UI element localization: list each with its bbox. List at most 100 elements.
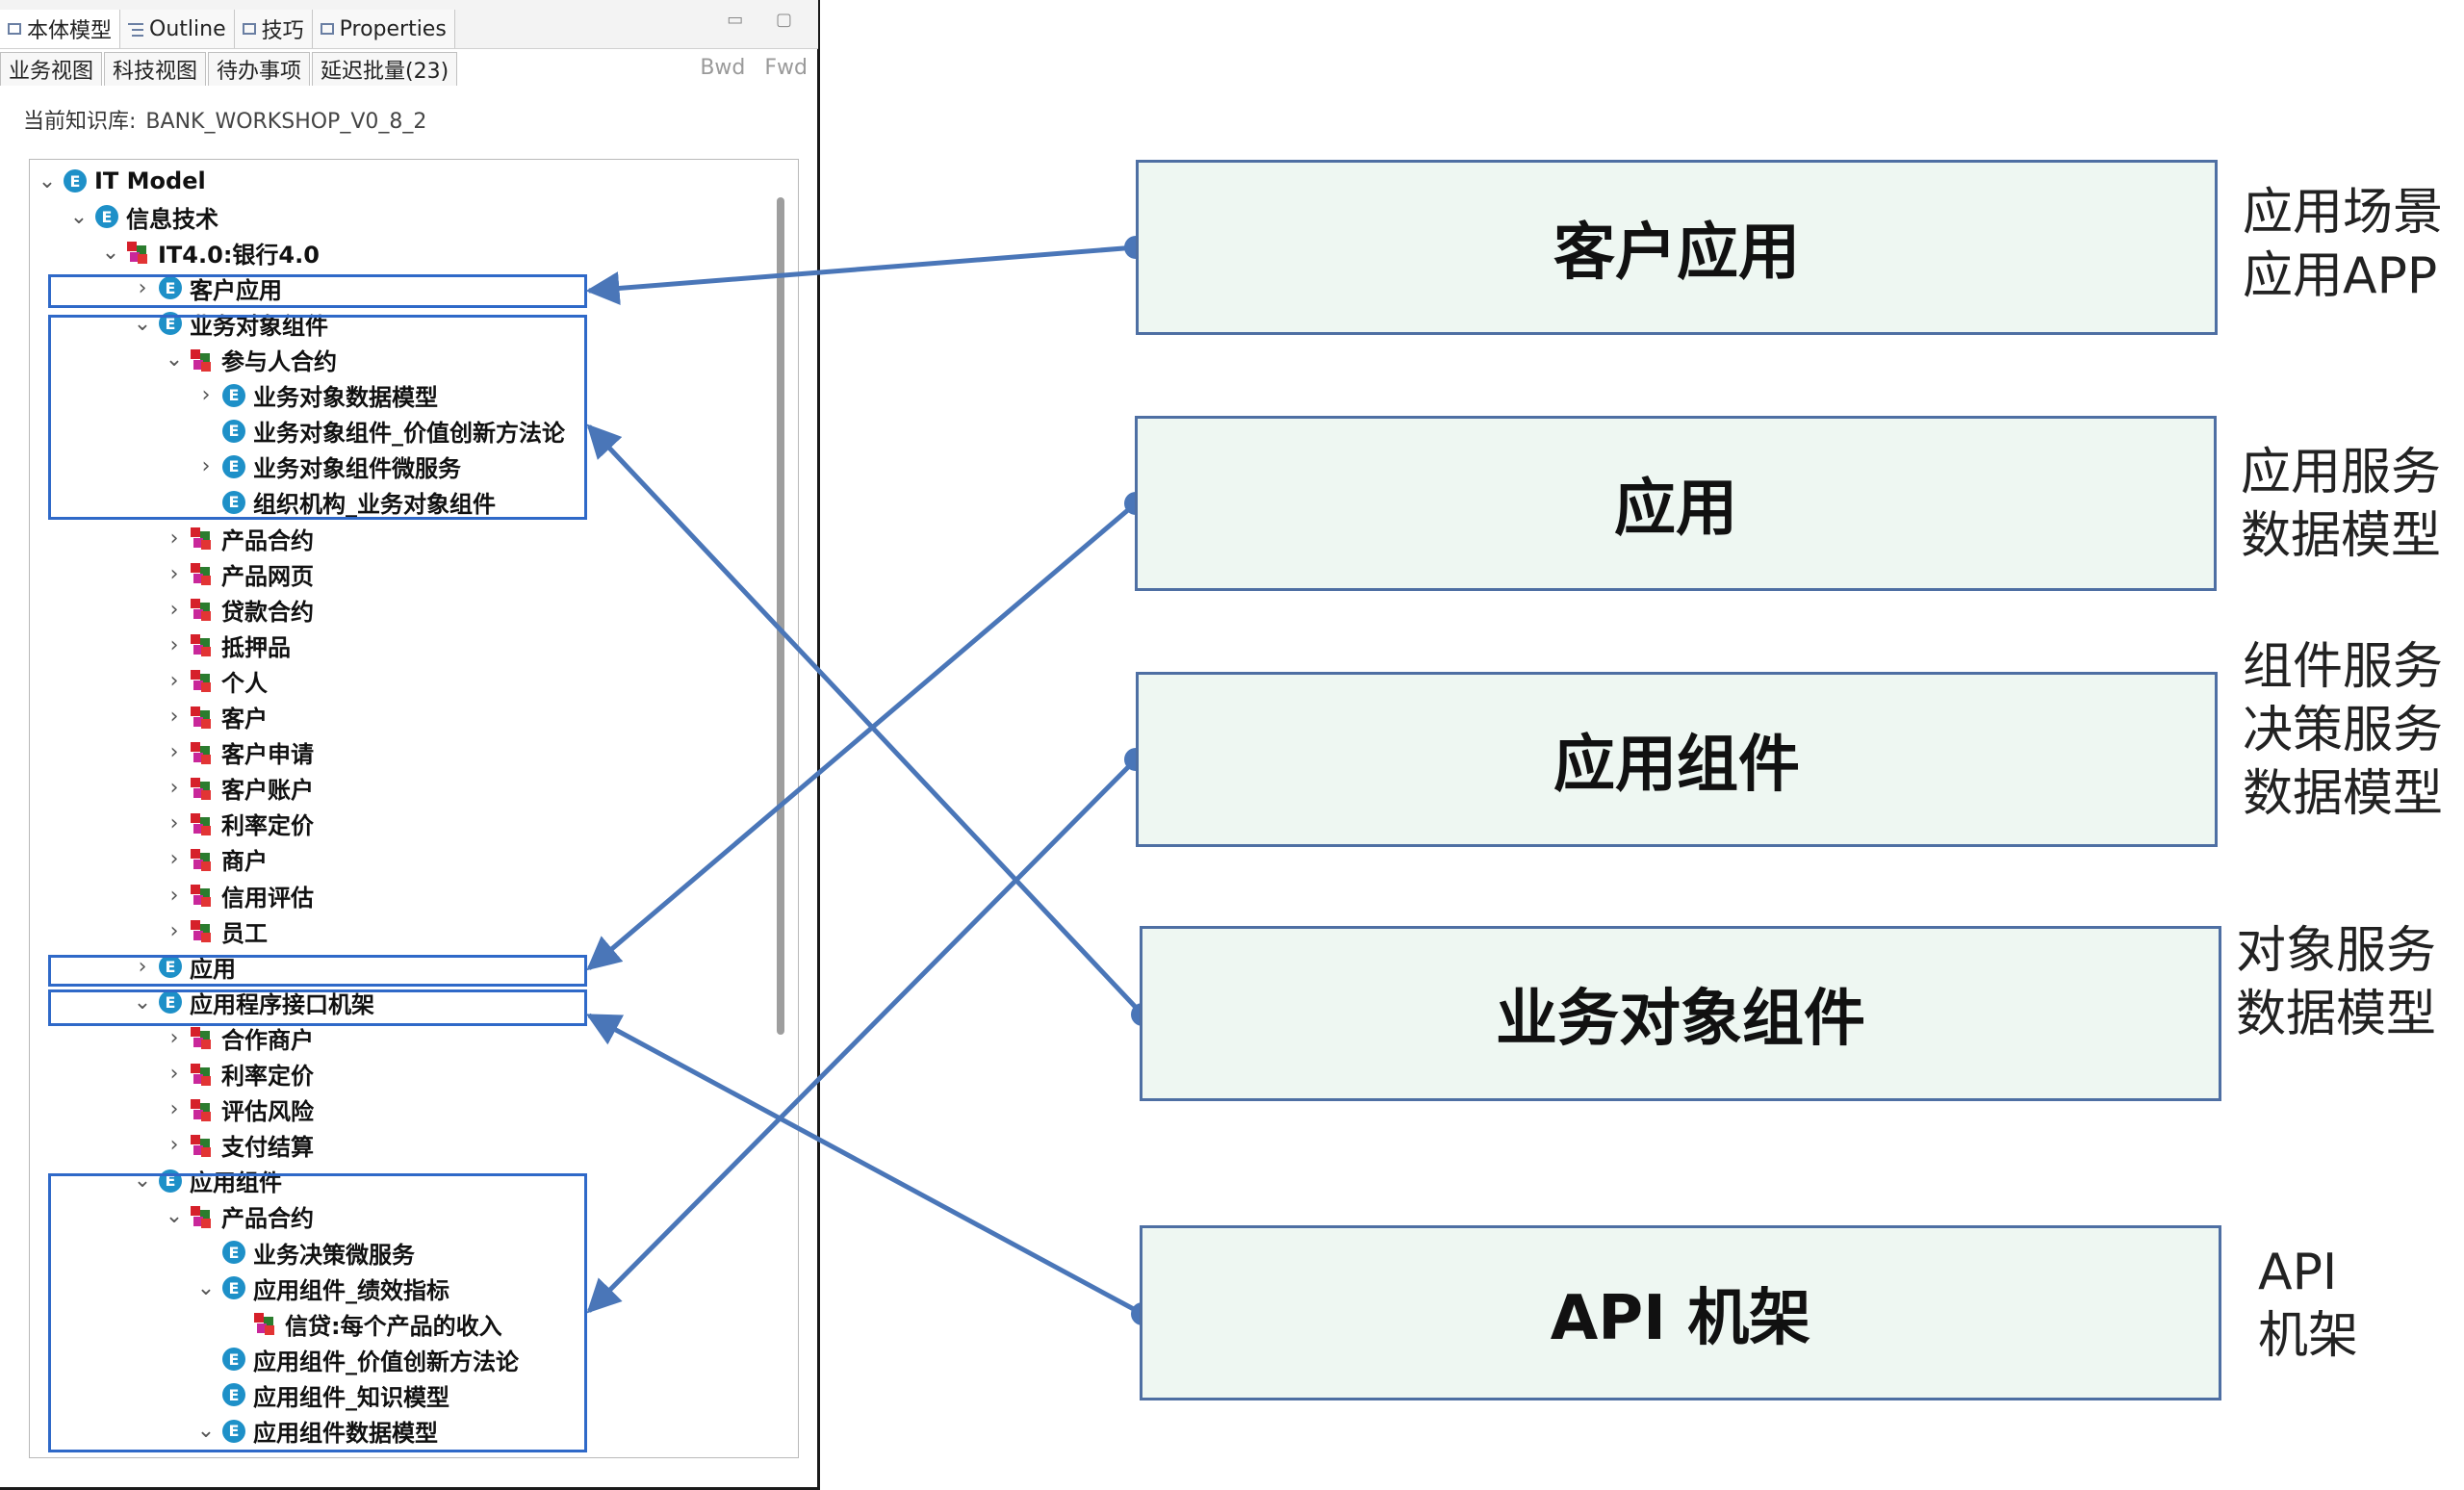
forward-button[interactable]: Fwd <box>764 56 808 80</box>
tree-node-label: 信贷:每个产品的收入 <box>285 1312 502 1340</box>
chevron-down-icon[interactable]: ⌄ <box>101 240 120 265</box>
chevron-right-icon[interactable]: › <box>169 1097 179 1122</box>
chevron-right-icon[interactable]: › <box>169 561 179 586</box>
chevron-right-icon[interactable]: › <box>138 954 147 979</box>
tree-node[interactable]: ›支付结算 <box>164 1128 314 1163</box>
tree-node-label: 客户应用 <box>190 276 282 304</box>
chevron-down-icon[interactable]: ⌄ <box>38 168 57 193</box>
chevron-down-icon[interactable]: ⌄ <box>133 989 152 1015</box>
tree-node[interactable]: ›贷款合约 <box>164 592 314 627</box>
tree-node[interactable]: ⌄参与人合约 <box>164 343 337 377</box>
chevron-right-icon[interactable]: › <box>169 740 179 765</box>
chevron-right-icon[interactable]: › <box>201 383 211 408</box>
cube-icon <box>191 920 212 943</box>
tree-node[interactable]: ⌄产品合约 <box>164 1199 314 1234</box>
panel-icon <box>8 23 21 35</box>
chevron-right-icon[interactable]: › <box>201 454 211 479</box>
chevron-right-icon[interactable]: › <box>169 811 179 836</box>
chevron-right-icon[interactable]: › <box>169 1062 179 1086</box>
tree-scrollbar[interactable] <box>777 197 784 1035</box>
tree-node[interactable]: ›利率定价 <box>164 807 314 841</box>
tree-node[interactable]: ›评估风险 <box>164 1092 314 1127</box>
tree-node-label: 利率定价 <box>221 1063 314 1090</box>
chevron-right-icon[interactable]: › <box>169 1133 179 1158</box>
entity-icon: E <box>222 1348 245 1372</box>
chevron-right-icon[interactable]: › <box>169 668 179 693</box>
tree-node[interactable]: ›客户账户 <box>164 771 314 806</box>
layer-description: 应用服务 数据模型 <box>2241 444 2442 565</box>
chevron-down-icon[interactable]: ⌄ <box>133 311 152 336</box>
tree-node-label: 组织机构_业务对象组件 <box>253 491 496 519</box>
tree-node-label: 业务对象数据模型 <box>253 384 438 412</box>
tree-node-label: 员工 <box>221 919 268 947</box>
subtab-business-view[interactable]: 业务视图 <box>0 51 103 86</box>
tree-node-label: IT Model <box>94 167 206 194</box>
tree-node[interactable]: › 利率定价 <box>164 1057 314 1092</box>
back-button[interactable]: Bwd <box>700 56 746 80</box>
outline-icon <box>128 21 144 37</box>
chevron-right-icon[interactable]: › <box>138 275 147 300</box>
tree-node-label: 合作商户 <box>221 1026 314 1054</box>
chevron-down-icon[interactable]: ⌄ <box>165 1204 184 1229</box>
tree-node[interactable]: ›个人 <box>164 663 268 698</box>
layer-label: 应用 <box>1614 474 1737 545</box>
chevron-down-icon[interactable]: ⌄ <box>165 347 184 372</box>
tab-tips[interactable]: 技巧 <box>234 10 313 48</box>
window-buttons[interactable]: ▭ ▢ <box>727 10 806 30</box>
tree-node-label: 应用程序接口机架 <box>190 990 374 1018</box>
chevron-right-icon[interactable]: › <box>169 632 179 657</box>
entity-icon: E <box>222 1241 245 1264</box>
chevron-right-icon[interactable]: › <box>169 597 179 622</box>
panel-icon <box>242 23 256 35</box>
chevron-right-icon[interactable]: › <box>169 918 179 943</box>
tree-node[interactable]: ›客户申请 <box>164 735 314 770</box>
subtab-deferred-batch[interactable]: 延迟批量(23) <box>312 51 458 86</box>
chevron-right-icon[interactable]: › <box>169 705 179 729</box>
layer-label: 应用组件 <box>1553 730 1800 801</box>
view-subtabs: 业务视图 科技视图 待办事项 延迟批量(23) <box>0 50 818 87</box>
entity-icon: E <box>222 1383 245 1407</box>
tab-outline[interactable]: Outline <box>120 10 235 48</box>
tree-node[interactable]: ›产品网页 <box>164 556 314 591</box>
chevron-right-icon[interactable]: › <box>169 883 179 908</box>
tree-node[interactable]: ›信用评估 <box>164 878 314 912</box>
chevron-down-icon[interactable]: ⌄ <box>196 1275 216 1300</box>
chevron-right-icon[interactable]: › <box>169 526 179 551</box>
subtab-tech-view[interactable]: 科技视图 <box>104 51 207 86</box>
chevron-down-icon[interactable]: ⌄ <box>196 1419 216 1443</box>
current-knowledge-base: 当前知识库:BANK_WORKSHOP_V0_8_2 <box>23 104 426 135</box>
tab-ontology-model[interactable]: 本体模型 <box>0 10 121 48</box>
tree-node[interactable]: E 应用组件_价值创新方法论 <box>195 1342 519 1376</box>
tree-node[interactable]: › 合作商户 <box>164 1020 314 1055</box>
entity-icon: E <box>159 1169 182 1193</box>
chevron-right-icon[interactable]: › <box>169 847 179 872</box>
chevron-right-icon[interactable]: › <box>169 1025 179 1050</box>
tree-node-label: 应用组件_价值创新方法论 <box>253 1348 519 1375</box>
chevron-right-icon[interactable]: › <box>169 776 179 801</box>
tree-node[interactable]: ›客户 <box>164 700 268 734</box>
tree-node[interactable]: ›产品合约 <box>164 521 314 555</box>
tree-node[interactable]: › 员工 <box>164 913 268 948</box>
subtab-todo[interactable]: 待办事项 <box>208 51 311 86</box>
highlight-customer-app <box>48 274 587 308</box>
cube-icon <box>191 599 212 622</box>
tab-properties[interactable]: Properties <box>312 10 455 48</box>
tree-node[interactable]: 信贷:每个产品的收入 <box>227 1306 502 1341</box>
tree-node[interactable]: ›抵押品 <box>164 628 291 662</box>
tree-node[interactable]: ⌄IT4.0:银行4.0 <box>100 235 320 270</box>
chevron-down-icon[interactable]: ⌄ <box>69 204 89 229</box>
tree-node[interactable]: ›商户 <box>164 842 268 877</box>
